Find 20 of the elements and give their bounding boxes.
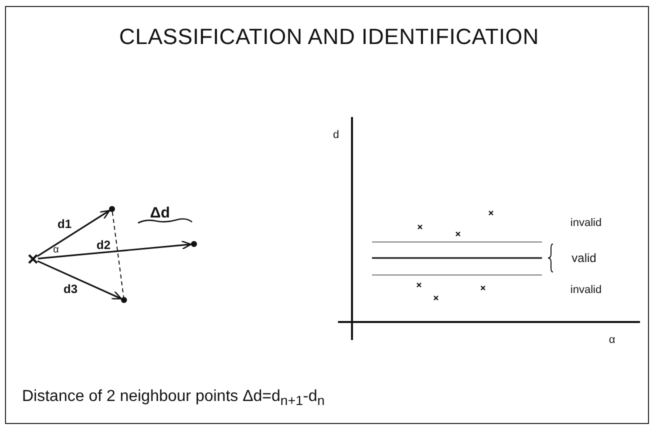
edge-label: d3	[62, 282, 78, 294]
end-point	[191, 241, 197, 247]
label: invalid	[570, 217, 602, 229]
origin-cross	[28, 254, 38, 264]
arrow	[36, 210, 110, 257]
label: Δd	[150, 204, 170, 222]
end-point	[109, 206, 115, 212]
title: CLASSIFICATION AND IDENTIFICATION	[118, 24, 540, 50]
end-point	[121, 297, 127, 303]
label: α	[53, 244, 59, 256]
label: d	[332, 129, 340, 141]
caption: Distance of 2 neighbour points Δd=d$_{n+1}$-d$_{n}$	[22, 388, 325, 408]
edge-label: d1	[56, 218, 72, 230]
connector-line	[112, 211, 124, 298]
edge-label: d2	[96, 238, 112, 250]
label: valid	[572, 251, 596, 265]
label: invalid	[570, 284, 602, 296]
arrow	[38, 240, 192, 260]
arrow	[37, 260, 122, 300]
label: α	[608, 334, 616, 346]
